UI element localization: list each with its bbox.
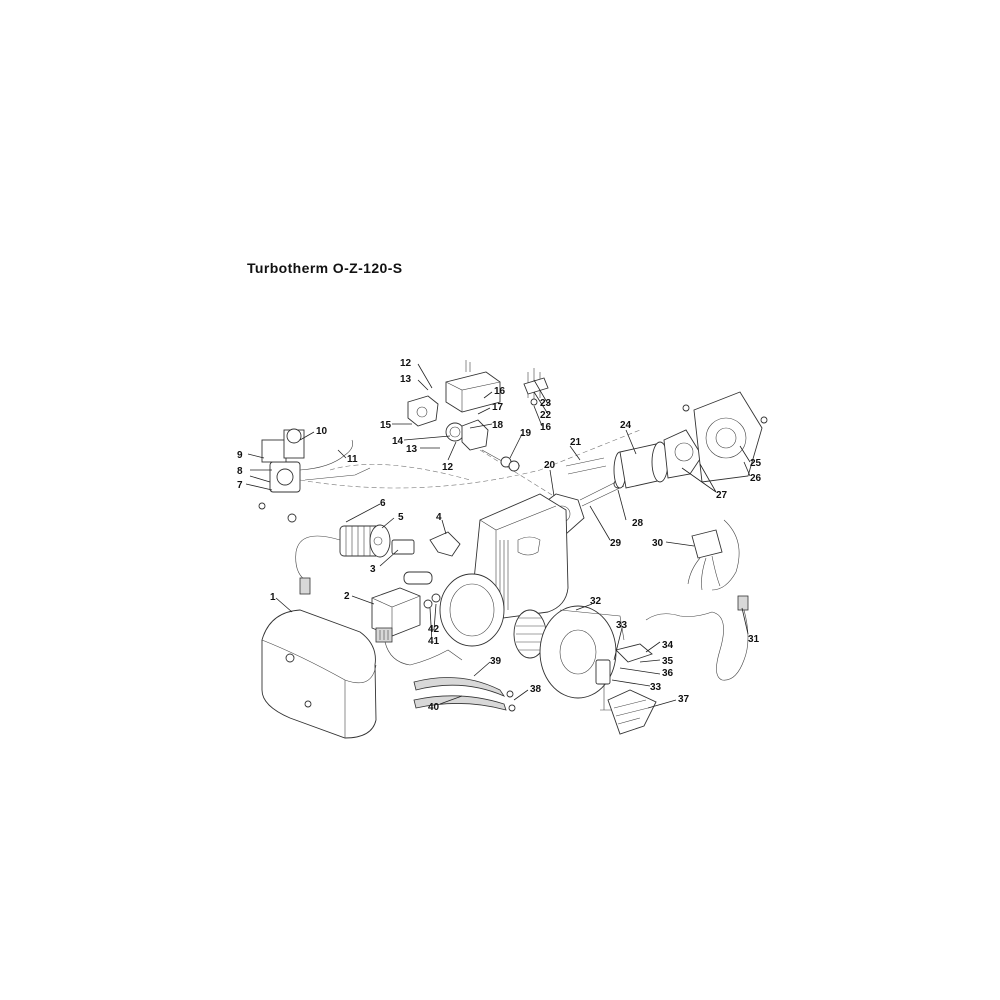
label-33-bottom: 33 bbox=[650, 682, 662, 693]
label-24: 24 bbox=[620, 420, 632, 431]
label-2: 2 bbox=[344, 591, 350, 602]
part-control-box bbox=[371, 587, 421, 643]
label-13-bottom: 13 bbox=[406, 444, 418, 455]
label-22: 22 bbox=[540, 410, 552, 421]
label-42: 42 bbox=[428, 624, 440, 635]
label-10: 10 bbox=[316, 426, 328, 437]
label-14: 14 bbox=[392, 436, 404, 447]
leader-lines bbox=[245, 363, 751, 709]
part-fan-plate bbox=[539, 605, 625, 699]
motor-cable bbox=[295, 535, 341, 581]
part-oil-pump bbox=[258, 428, 371, 523]
label-7: 7 bbox=[237, 480, 243, 491]
label-37: 37 bbox=[678, 694, 690, 705]
label-3: 3 bbox=[370, 564, 376, 575]
label-31: 31 bbox=[748, 634, 760, 645]
label-34: 34 bbox=[662, 640, 674, 651]
label-19: 19 bbox=[520, 428, 532, 439]
part-burner-housing bbox=[439, 493, 569, 647]
control-cable bbox=[384, 641, 463, 666]
label-11: 11 bbox=[347, 454, 358, 465]
part-ignition bbox=[595, 643, 657, 735]
label-33-top: 33 bbox=[616, 620, 628, 631]
part-oil-hoses bbox=[413, 677, 516, 712]
part-small-fittings bbox=[423, 593, 441, 609]
label-28: 28 bbox=[632, 518, 644, 529]
label-13-top: 13 bbox=[400, 374, 412, 385]
label-12-top: 12 bbox=[400, 358, 412, 369]
part-cover-hood bbox=[261, 609, 377, 739]
label-39: 39 bbox=[490, 656, 502, 667]
label-40: 40 bbox=[428, 702, 440, 713]
label-17: 17 bbox=[492, 402, 504, 413]
label-18: 18 bbox=[492, 420, 504, 431]
label-1: 1 bbox=[270, 592, 276, 603]
label-23: 23 bbox=[540, 398, 552, 409]
label-35: 35 bbox=[662, 656, 674, 667]
label-15: 15 bbox=[380, 420, 392, 431]
label-20: 20 bbox=[544, 460, 556, 471]
label-6: 6 bbox=[380, 498, 386, 509]
diagram-title: Turbotherm O-Z-120-S bbox=[247, 260, 403, 276]
assembly-guides bbox=[299, 429, 641, 501]
label-25: 25 bbox=[750, 458, 762, 469]
part-capacitor bbox=[391, 539, 433, 585]
label-29: 29 bbox=[610, 538, 622, 549]
label-16-bottom: 16 bbox=[540, 422, 552, 433]
part-number-labels: 1 2 3 4 5 6 7 8 9 10 11 12 13 15 14 13 1… bbox=[237, 358, 762, 713]
label-30: 30 bbox=[652, 538, 664, 549]
label-8: 8 bbox=[237, 466, 243, 477]
motor-plug bbox=[299, 577, 311, 595]
label-16-top: 16 bbox=[494, 386, 506, 397]
part-bracket bbox=[429, 531, 461, 557]
label-12-bottom: 12 bbox=[442, 462, 454, 473]
part-nozzle-fittings bbox=[500, 368, 549, 472]
part-motor bbox=[339, 524, 391, 558]
label-26: 26 bbox=[750, 473, 762, 484]
part-combustion-head bbox=[613, 391, 768, 489]
label-27: 27 bbox=[716, 490, 728, 501]
label-9: 9 bbox=[237, 450, 243, 461]
label-21: 21 bbox=[570, 437, 582, 448]
label-41: 41 bbox=[428, 636, 440, 647]
label-32: 32 bbox=[590, 596, 602, 607]
label-4: 4 bbox=[436, 512, 442, 523]
label-38: 38 bbox=[530, 684, 542, 695]
label-36: 36 bbox=[662, 668, 674, 679]
label-5: 5 bbox=[398, 512, 404, 523]
part-cable-harness bbox=[645, 519, 749, 681]
